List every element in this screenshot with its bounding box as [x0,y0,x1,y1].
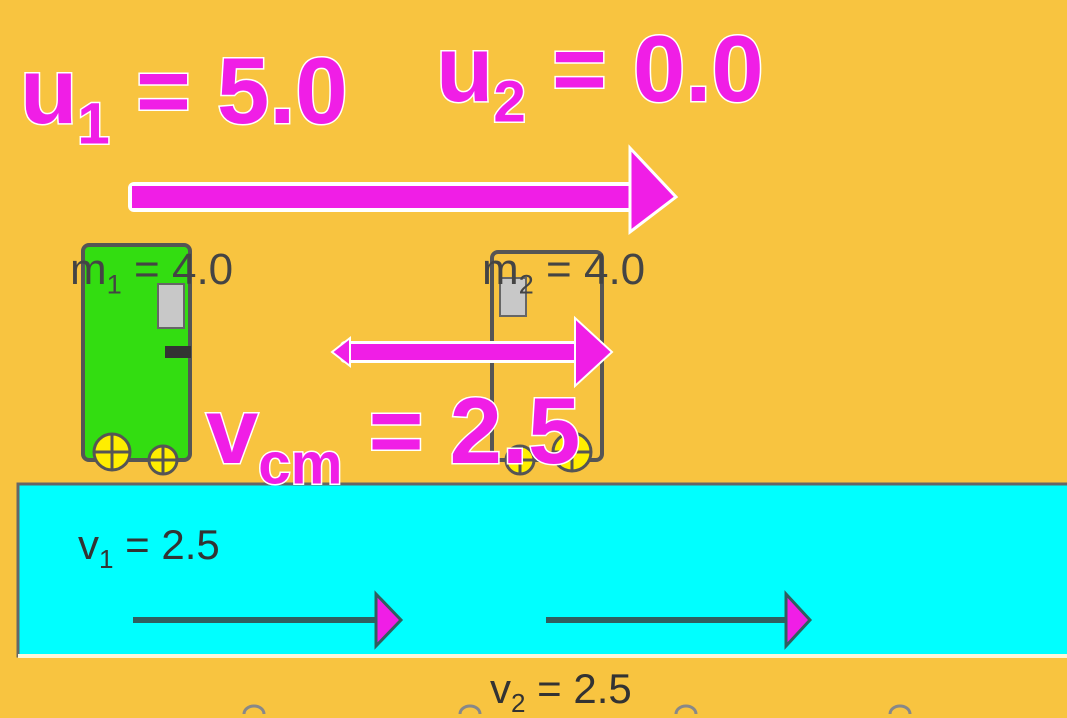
v1-arrow [133,590,404,650]
m1-label: m1 = 4.0 [70,248,233,298]
cart-1-bumper [165,346,191,358]
v2-arrow [546,590,813,650]
vcm-subscript: cm [257,431,344,497]
m2-label: m2 = 4.0 [482,248,645,298]
track [16,482,1067,658]
v2-equals: = [525,665,574,712]
u1-symbol: u [18,38,78,143]
v2-label: v2 = 2.5 [490,665,632,718]
u1-label: u1 = 5.0 [18,42,349,157]
m1-value: 4.0 [171,245,234,294]
vcm-equals: = [342,378,450,483]
m2-subscript: 2 [518,268,534,300]
u2-symbol: u [434,16,494,121]
vcm-arrow [330,315,614,389]
vcm-label: vcm = 2.5 [204,382,581,497]
u2-equals: = [525,16,633,121]
m1-symbol: m [70,245,107,294]
v1-symbol: v [78,521,99,568]
v1-subscript: 1 [99,544,114,575]
cart-1-wheel-icon [92,432,132,472]
cart-2-wheel-icon [551,431,593,473]
vcm-value: 2.5 [448,378,582,483]
u2-subscript: 2 [492,69,527,135]
u2-label: u2 = 0.0 [434,20,765,135]
u1-equals: = [109,38,217,143]
bottom-markers [242,704,912,715]
m1-equals: = [121,245,172,294]
u2-value: 0.0 [631,16,765,121]
cart-1-window [157,283,185,329]
cart-1[interactable] [81,243,192,462]
vcm-symbol: v [204,378,259,483]
m1-subscript: 1 [106,268,122,300]
v1-label: v1 = 2.5 [78,521,220,575]
cart-2-window [499,277,527,317]
m2-value: 4.0 [583,245,646,294]
v2-value: 2.5 [573,665,632,712]
u1-subscript: 1 [76,91,111,157]
u1-value: 5.0 [215,38,349,143]
m2-symbol: m [482,245,519,294]
v1-value: 2.5 [161,521,220,568]
v1-equals: = [113,521,162,568]
u1-arrow [128,144,679,236]
m2-equals: = [533,245,584,294]
v2-symbol: v [490,665,511,712]
v2-subscript: 2 [511,688,526,718]
cart-2-wheel-icon [504,444,536,476]
cart-1-wheel-icon [147,444,179,476]
